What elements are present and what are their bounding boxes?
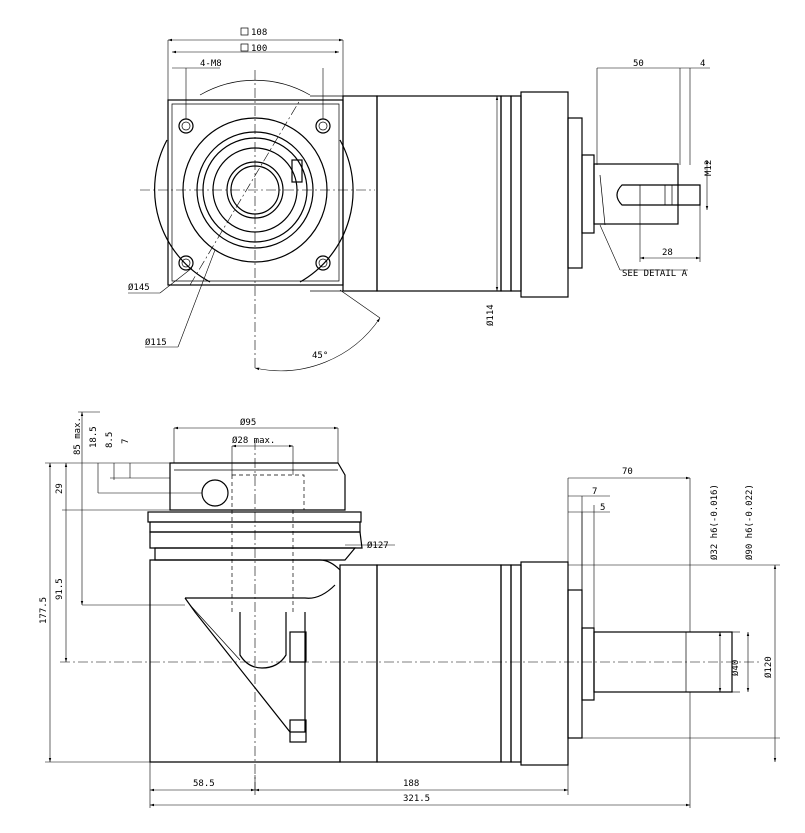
label-v29: 29 <box>55 483 65 494</box>
label-v177_5: 177.5 <box>39 597 49 624</box>
input-flange <box>169 462 346 511</box>
label-detail: SEE DETAIL A <box>622 269 688 279</box>
label-d115: Ø115 <box>145 337 167 348</box>
label-sq108: 108 <box>251 28 267 38</box>
label-d90: Ø90 h6(-0.022) <box>744 484 755 560</box>
label-d145: Ø145 <box>128 282 150 293</box>
label-len70: 70 <box>622 467 633 477</box>
label-v7b: 7 <box>592 487 597 497</box>
label-len4: 4 <box>700 59 705 69</box>
label-m12: M12 <box>704 160 714 176</box>
bottom-view <box>45 411 780 808</box>
label-v18_5: 18.5 <box>89 426 99 448</box>
label-d32: Ø32 h6(-0.016) <box>709 484 720 560</box>
label-v8_5: 8.5 <box>105 432 115 448</box>
label-d95: Ø95 <box>240 417 256 428</box>
label-d28max: Ø28 max. <box>232 435 275 446</box>
label-len50: 50 <box>633 59 644 69</box>
label-d40: Ø40 <box>730 660 741 676</box>
motor-housing <box>342 95 378 292</box>
label-v7a: 7 <box>121 439 131 444</box>
label-v91_5: 91.5 <box>55 578 65 600</box>
label-angle: 45° <box>312 351 328 361</box>
label-sq100: 100 <box>251 44 267 54</box>
label-v321_5: 321.5 <box>403 794 430 804</box>
label-v188: 188 <box>403 779 419 789</box>
label-v58_5: 58.5 <box>193 779 215 789</box>
label-d120: Ø120 <box>763 656 774 678</box>
label-max85: 85 max. <box>73 417 83 455</box>
label-d114: Ø114 <box>485 304 496 326</box>
label-d127: Ø127 <box>367 540 389 551</box>
top-view <box>128 38 710 372</box>
label-holes: 4-M8 <box>200 59 222 69</box>
label-v5: 5 <box>600 503 605 513</box>
label-len28: 28 <box>662 248 673 258</box>
